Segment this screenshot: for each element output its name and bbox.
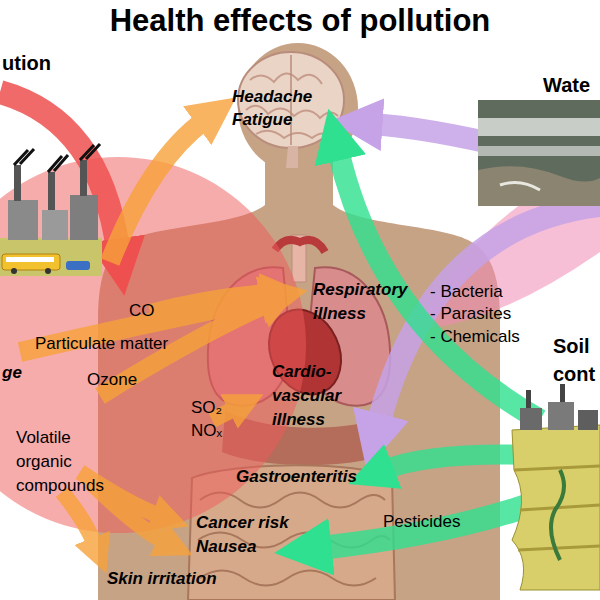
pollutant-name: Pesticides xyxy=(383,510,460,534)
health-effect: Headache xyxy=(232,85,312,109)
diagram-title: Health effects of pollution xyxy=(0,2,600,40)
pollutant-name: Ozone xyxy=(87,368,137,392)
pollutant-name: Particulate matter xyxy=(35,332,168,356)
pollutant-name: - Parasites xyxy=(430,302,511,326)
source-heading: Wate xyxy=(543,72,590,98)
health-effect: Respiratory illness xyxy=(313,278,423,326)
health-effect: Nausea xyxy=(196,535,256,559)
pollutant-name: Volatile organic compounds xyxy=(16,426,126,498)
health-effect: Skin irritation xyxy=(107,567,217,591)
source-heading: Soil xyxy=(553,333,590,359)
health-effect: Cardio- vascular illness xyxy=(272,360,358,432)
soil-contamination-region xyxy=(320,150,600,590)
pollutant-name: - Chemicals xyxy=(430,325,520,349)
health-effect: Cancer risk xyxy=(196,511,289,535)
factory-scene xyxy=(0,144,102,276)
pollutant-name: CO xyxy=(129,299,155,323)
health-effect: ge xyxy=(2,361,22,385)
pollutant-name: SO₂ NOₓ xyxy=(191,396,235,442)
source-heading: ution xyxy=(2,50,51,76)
health-effect: Fatigue xyxy=(232,108,292,132)
pollutant-name: - Bacteria xyxy=(430,280,503,304)
health-effect: Gastroenteritis xyxy=(236,465,357,489)
source-heading: cont xyxy=(553,361,595,387)
air-pollution-region xyxy=(0,92,306,533)
